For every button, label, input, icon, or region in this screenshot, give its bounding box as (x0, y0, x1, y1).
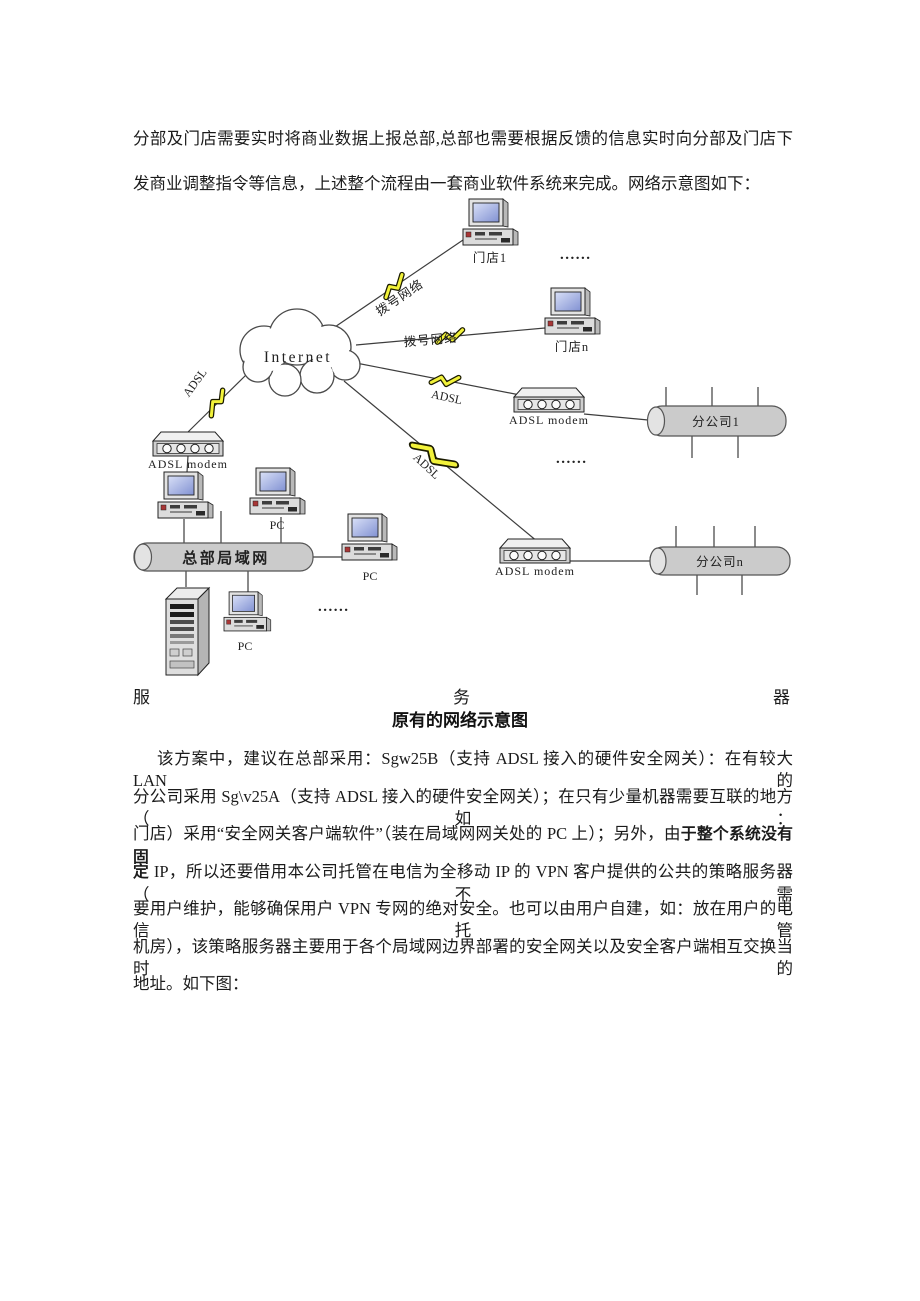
figure-caption: 原有的网络示意图 (392, 711, 528, 730)
body-line: 分公司采用 Sg\v25A（支持 ADSL 接入的硬件安全网关）；在只有少量机器… (133, 786, 793, 831)
adsl-modem-label: ADSL modem (148, 457, 228, 471)
branchn-label: 分公司n (696, 555, 744, 569)
storen-computer-icon (544, 287, 601, 335)
branchn-lan-cylinder: 分公司n (649, 526, 791, 595)
ellipsis: ...... (556, 451, 588, 467)
adsl-modem-icon (499, 538, 571, 564)
pc-label: PC (363, 569, 378, 583)
line-modem-hq-computer (186, 455, 189, 473)
storen-label: 门店n (555, 339, 589, 354)
dialup-network-label: 拨号网络 (403, 330, 458, 350)
body-line: 要用户维护，能够确保用户 VPN 专网的绝对安全。也可以由用户自建，如：放在用户… (133, 898, 793, 942)
pc-label: PC (270, 518, 285, 532)
server-word-right: 器 (773, 688, 790, 707)
pc-icon (249, 467, 306, 515)
lightning-bolt-icon (431, 373, 458, 388)
server-word-middle: 务 (453, 688, 470, 707)
pc-icon (223, 591, 272, 632)
internet-label: Internet (264, 349, 332, 366)
ellipsis: ...... (318, 599, 350, 615)
body-text: IP，所以还要借用本公司托管在电信为全移动 IP 的 VPN 客户提供的公共的策… (133, 862, 793, 904)
body-text: 机房），该策略服务器主要用于各个局域网边界部署的安全网关以及安全客户端相互交换当… (133, 937, 793, 978)
internet-cloud: Internet (239, 308, 361, 397)
pc-icon (341, 513, 398, 561)
server-word-left: 服 (133, 688, 150, 707)
body-text: 该方案中，建议在总部采用：Sgw25B（支持 ADSL 接入的硬件安全网关）：在… (133, 749, 793, 790)
body-line: 机房），该策略服务器主要用于各个局域网边界部署的安全网关以及安全客户端相互交换当… (133, 936, 793, 980)
hq-lan-cylinder: 总部局域网 (133, 542, 314, 572)
store1-label: 门店1 (473, 250, 507, 265)
branch1-lan-cylinder: 分公司1 (646, 387, 787, 458)
store1-computer-icon (462, 198, 519, 246)
hq-lan-label: 总部局域网 (182, 549, 270, 567)
adsl-modem-icon (152, 431, 224, 457)
server-word-line: 服 务 器 (133, 683, 790, 708)
body-line: 定 IP，所以还要借用本公司托管在电信为全移动 IP 的 VPN 客户提供的公共… (133, 861, 793, 906)
body-line: 门店）采用“安全网关客户端软件”（装在局域网网关处的 PC 上）；另外，由于整个… (133, 823, 793, 869)
adsl-label: ADSL (430, 387, 464, 407)
network-diagram: Internet 拨号网络 拨号网络 ADSL ADSL ADSL 门店1 ..… (133, 198, 791, 676)
body-text: 地址。如下图： (133, 974, 249, 993)
body-text-bold: 于整个系统没有固 (133, 826, 793, 866)
hq-gateway-computer-icon (157, 471, 214, 519)
body-text: 要用户维护，能够确保用户 VPN 专网的绝对安全。也可以由用户自建，如：放在用户… (133, 899, 793, 940)
body-line: 地址。如下图： (133, 973, 793, 995)
line-modem1-branch1 (583, 413, 649, 421)
adsl-modem-label: ADSL modem (509, 413, 589, 427)
branch1-label: 分公司1 (692, 415, 740, 429)
adsl-label: ADSL (180, 366, 210, 400)
server-tower-icon (165, 587, 210, 676)
ellipsis: ...... (560, 247, 592, 263)
body-text: 分公司采用 Sg\v25A（支持 ADSL 接入的硬件安全网关）；在只有少量机器… (133, 787, 793, 828)
adsl-label: ADSL (410, 450, 442, 482)
adsl-modem-label: ADSL modem (495, 564, 575, 578)
adsl-modem-icon (513, 387, 585, 413)
body-line: 该方案中，建议在总部采用：Sgw25B（支持 ADSL 接入的硬件安全网关）：在… (133, 748, 793, 793)
pc-label: PC (238, 639, 253, 653)
body-text-bold: 定 (133, 864, 150, 881)
intro-line-2: 发商业调整指令等信息，上述整个流程由一套商业软件系统来完成。网络示意图如下： (133, 174, 760, 193)
intro-line-1: 分部及门店需要实时将商业数据上报总部,总部也需要根据反馈的信息实时向分部及门店下 (133, 129, 793, 148)
body-text: 门店）采用“安全网关客户端软件”（装在局域网网关处的 PC 上）；另外，由 (133, 824, 681, 843)
